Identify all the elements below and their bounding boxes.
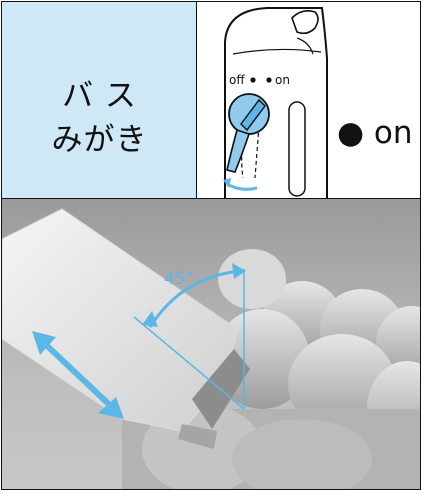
brushing-angle-illustration: 45°	[1, 199, 424, 493]
switch-on-dot	[266, 77, 272, 83]
device-switch-illustration: off on	[197, 2, 420, 199]
teeth-brush-photo: 45°	[1, 199, 424, 493]
switch-off-dot	[250, 77, 256, 83]
brush-style-label-cell: バ ス みがき	[2, 2, 197, 199]
mode-dial-knob	[226, 93, 270, 173]
angle-guide: 45°	[133, 263, 246, 410]
brush-style-title-line1: バ ス	[62, 78, 137, 114]
brush-style-title-line2: みがき	[51, 122, 148, 158]
brush-motion-arrow-icon	[32, 331, 124, 419]
teeth-row	[122, 249, 424, 493]
mode-indicator-text: ● on	[337, 115, 413, 151]
toothbrush-handle-drawing: off on	[223, 7, 328, 198]
switch-on-label: on	[275, 73, 290, 87]
angle-label: 45°	[164, 269, 194, 289]
switch-off-label: off	[229, 73, 245, 87]
